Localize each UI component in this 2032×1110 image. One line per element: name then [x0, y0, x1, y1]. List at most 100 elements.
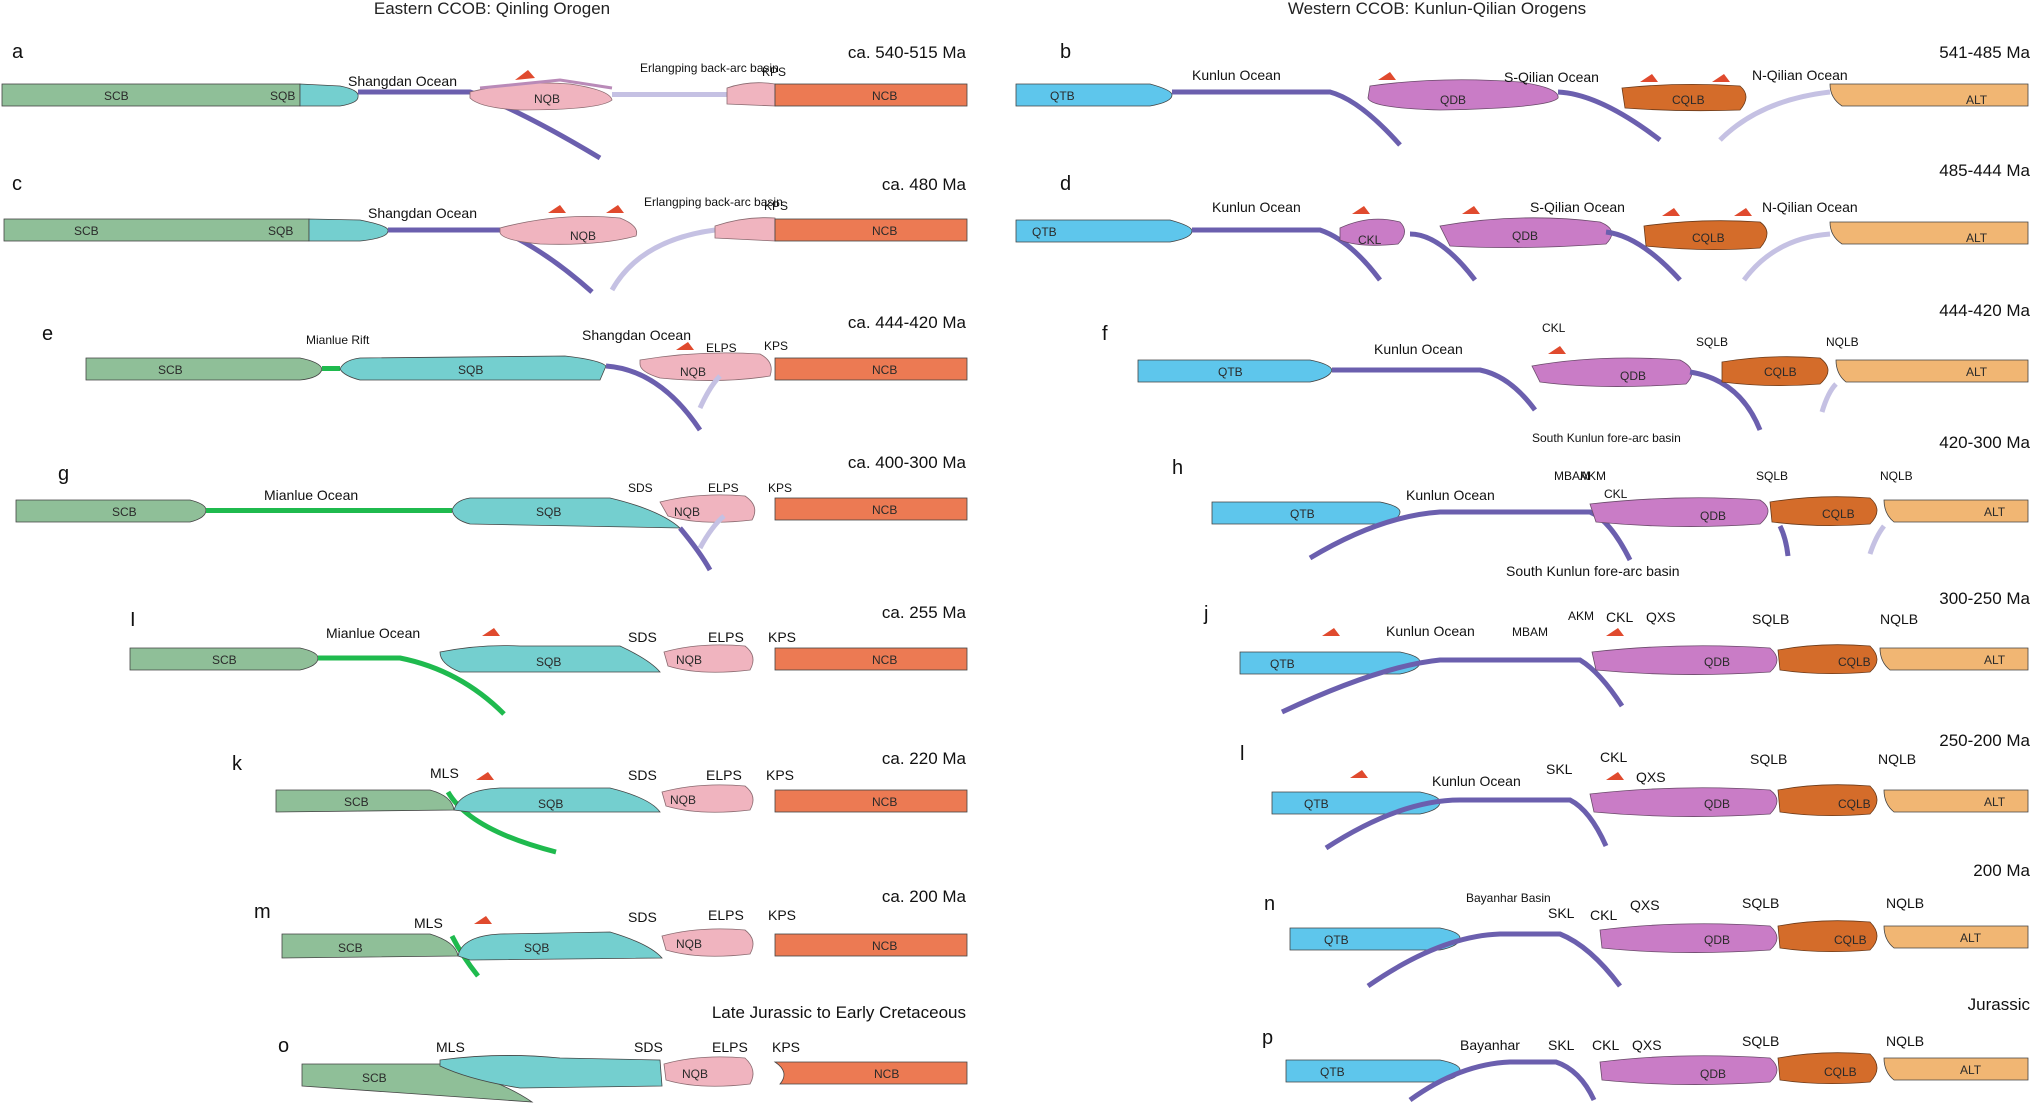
block-label: SQB	[270, 89, 295, 103]
scb-block	[85, 357, 323, 381]
panel-letter: f	[1102, 323, 1108, 345]
block-label: SCB	[338, 941, 363, 955]
alt-block	[1883, 789, 2029, 813]
sqlb-label: SQLB	[1696, 335, 1728, 349]
panel-age: 541-485 Ma	[1939, 43, 2030, 62]
ckl-label: CKL	[1590, 907, 1617, 923]
panel-age: Jurassic	[1968, 995, 2031, 1014]
panel-age: Late Jurassic to Early Cretaceous	[712, 1003, 966, 1022]
block-label: NQB	[676, 937, 702, 951]
ncb-block	[774, 647, 968, 671]
cqlb-block	[1769, 496, 1878, 526]
block-label: SCB	[158, 363, 183, 377]
mianlue-slab	[445, 790, 557, 855]
block-label: SCB	[362, 1071, 387, 1085]
alt-block	[1883, 925, 2029, 949]
cqlb-block	[1777, 644, 1878, 674]
subducting-slab	[1192, 227, 1382, 282]
block-label: ALT	[1960, 931, 1982, 945]
cqlb-block	[1721, 356, 1829, 386]
block-label: QDB	[1620, 369, 1646, 383]
bayanhar-basin-label: Bayanhar Basin	[1466, 891, 1551, 905]
arc-crust	[479, 78, 613, 90]
cqlb-block	[1777, 1052, 1878, 1084]
sqlb-label: SQLB	[1742, 895, 1779, 911]
block-label: QDB	[1700, 509, 1726, 523]
nqb-block	[661, 928, 754, 957]
block-label: NCB	[872, 503, 897, 517]
block-label: QDB	[1704, 933, 1730, 947]
mianlue-rift-line	[322, 366, 340, 371]
block-label: QTB	[1032, 225, 1057, 239]
qtb-block	[1285, 1059, 1461, 1083]
block-label: CQLB	[1834, 933, 1867, 947]
panel-e: e ca. 444-420 Ma Mianlue Rift SCB SQB Sh…	[42, 313, 968, 432]
block-label: CQLB	[1692, 231, 1725, 245]
qxs-label: QXS	[1646, 609, 1676, 625]
ncb-block	[773, 1061, 968, 1085]
basin-label: Erlangping back-arc basin	[644, 195, 783, 209]
subducting-slab-light	[1867, 524, 1886, 555]
qdb-block	[1589, 497, 1769, 527]
block-label: CQLB	[1764, 365, 1797, 379]
panel-f: f 444-420 Ma QTB Kunlun Ocean CKL QDB SQ…	[1102, 301, 2031, 431]
sds-label: SDS	[628, 481, 653, 495]
block-label: NQB	[674, 505, 700, 519]
sqb-block	[457, 931, 663, 961]
block-label: SCB	[74, 224, 99, 238]
volcano-icon	[474, 916, 492, 924]
block-label: QDB	[1512, 229, 1538, 243]
ckl-label: CKL	[1604, 487, 1628, 501]
volcano-icon	[606, 205, 624, 213]
block-label: QTB	[1320, 1065, 1345, 1079]
block-label: CQLB	[1822, 507, 1855, 521]
mbam-label: MBAM	[1554, 469, 1590, 483]
nqb-block	[639, 352, 772, 381]
skl-label: SKL	[1548, 1037, 1575, 1053]
ocean-label: Shangdan Ocean	[348, 73, 457, 89]
qtb-block	[1271, 791, 1441, 815]
block-label: NQB	[534, 92, 560, 106]
ocean-label: Shangdan Ocean	[582, 327, 691, 343]
ncb-block	[774, 357, 968, 381]
block-label: NQB	[682, 1067, 708, 1081]
block-label: ALT	[1984, 653, 2006, 667]
ocean-label: Kunlun Ocean	[1192, 67, 1281, 83]
cqlb-block	[1621, 84, 1747, 112]
panel-age: ca. 255 Ma	[882, 603, 967, 622]
subducting-slab	[605, 363, 703, 432]
volcano-icon	[1606, 772, 1624, 780]
subducting-slab	[1689, 369, 1763, 431]
basin-label: Erlangping back-arc basin	[640, 61, 779, 75]
panel-m: m ca. 200 Ma SCB MLS SQB SDS NQB ELPS KP…	[254, 887, 968, 978]
skl-label: SKL	[1546, 761, 1573, 777]
ckl-label: CKL	[1542, 321, 1566, 335]
panel-letter: d	[1060, 173, 1071, 195]
subducting-slab	[1408, 1059, 1597, 1103]
subducting-slab-light	[1741, 231, 1831, 282]
panel-age: 420-300 Ma	[1939, 433, 2030, 452]
block-label: QTB	[1218, 365, 1243, 379]
elps-label: ELPS	[706, 767, 742, 783]
subducting-slab-light	[1718, 89, 1831, 142]
block-label: SQB	[524, 941, 549, 955]
qdb-block	[1367, 79, 1559, 111]
panel-age: 250-200 Ma	[1939, 731, 2030, 750]
block-label: ALT	[1984, 795, 2006, 809]
panel-age: ca. 480 Ma	[882, 175, 967, 194]
cqlb-block	[1643, 220, 1768, 250]
subducting-slab	[1409, 231, 1477, 282]
elps-label: ELPS	[708, 907, 744, 923]
subducting-slab	[1308, 509, 1633, 562]
kps-label: KPS	[764, 339, 788, 353]
panel-age: ca. 444-420 Ma	[848, 313, 967, 332]
panel-letter: m	[254, 901, 271, 923]
ocean-label: Kunlun Ocean	[1432, 773, 1521, 789]
panel-h: h 420-300 Ma QTB Kunlun Ocean South Kunl…	[1172, 431, 2031, 562]
block-label: SCB	[212, 653, 237, 667]
block-label: SQB	[268, 224, 293, 238]
panel-letter: c	[12, 173, 22, 195]
volcano-icon	[1606, 628, 1624, 636]
elps-label: ELPS	[708, 629, 744, 645]
elps-label: ELPS	[708, 481, 739, 495]
